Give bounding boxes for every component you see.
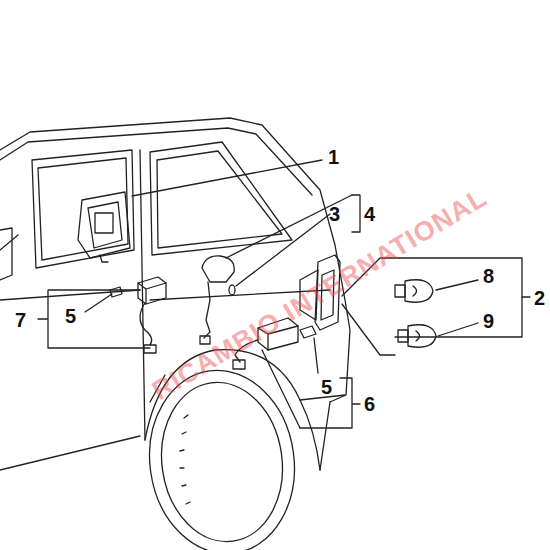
callout-number: 9 (483, 311, 494, 331)
callout-number: 4 (364, 204, 375, 224)
callout-number: 5 (65, 306, 76, 326)
callout-number: 2 (534, 288, 545, 308)
callout-number: 1 (328, 147, 339, 167)
callout-number: 3 (329, 204, 340, 224)
callout-number: 5 (321, 377, 332, 397)
callout-number: 7 (15, 310, 26, 330)
callout-number: 8 (483, 266, 494, 286)
watermark: RICAMBIO INTERNATIONAL (148, 184, 491, 405)
callout-number: 6 (364, 394, 375, 414)
